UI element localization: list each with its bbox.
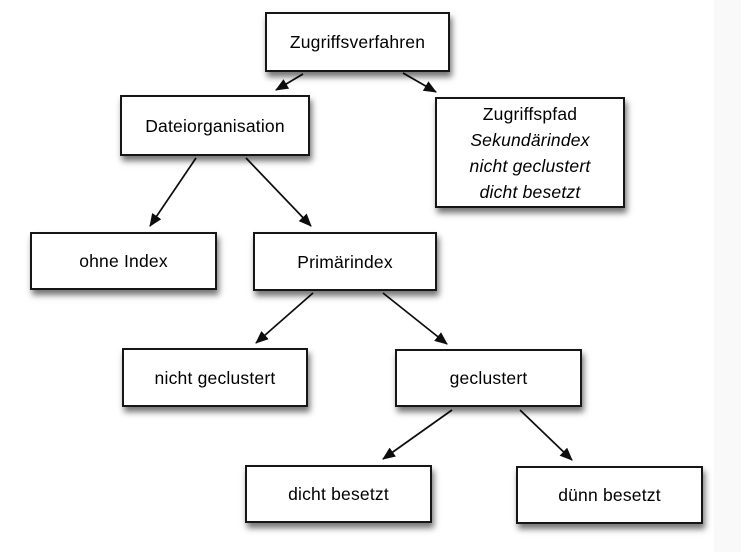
node-primaerindex: Primärindex — [253, 232, 437, 291]
node-label-line4: dicht besetzt — [479, 181, 581, 202]
node-duenn-besetzt: dünn besetzt — [516, 466, 703, 524]
node-label: Primärindex — [297, 251, 393, 272]
node-geclustert: geclustert — [395, 349, 582, 407]
node-label: geclustert — [449, 368, 528, 388]
node-label: ohne Index — [79, 251, 168, 271]
node-label-line3: nicht geclustert — [469, 155, 591, 176]
node-label: dünn besetzt — [558, 485, 661, 505]
node-dicht-besetzt: dicht besetzt — [245, 465, 432, 523]
node-label-line1: Zugriffspfad — [482, 103, 578, 124]
edge-zugriffsverfahren-dateiorganisation — [275, 73, 304, 91]
node-zugriffspfad: Zugriffspfad Sekundärindex nicht geclust… — [435, 97, 625, 208]
edge-primaerindex-geclustert — [382, 292, 448, 345]
edge-geclustert-duenn-besetzt — [519, 409, 573, 461]
node-label: Dateiorganisation — [145, 115, 285, 136]
node-label: Zugriffsverfahren — [289, 32, 426, 52]
node-ohne-index: ohne Index — [30, 232, 217, 290]
node-label: dicht besetzt — [288, 484, 389, 504]
node-label: nicht geclustert — [154, 367, 276, 388]
node-zugriffsverfahren: Zugriffsverfahren — [265, 12, 450, 72]
edge-dateiorganisation-primaerindex — [245, 157, 312, 227]
node-dateiorganisation: Dateiorganisation — [120, 95, 310, 156]
node-label-line2: Sekundärindex — [470, 129, 590, 150]
edge-dateiorganisation-ohne-index — [149, 157, 197, 227]
edge-geclustert-dicht-besetzt — [382, 409, 453, 460]
right-edge-strip — [714, 0, 741, 552]
edge-primaerindex-nicht-geclustert — [255, 292, 314, 344]
edge-zugriffsverfahren-zugriffspfad — [402, 72, 437, 93]
node-nicht-geclustert: nicht geclustert — [122, 348, 308, 407]
